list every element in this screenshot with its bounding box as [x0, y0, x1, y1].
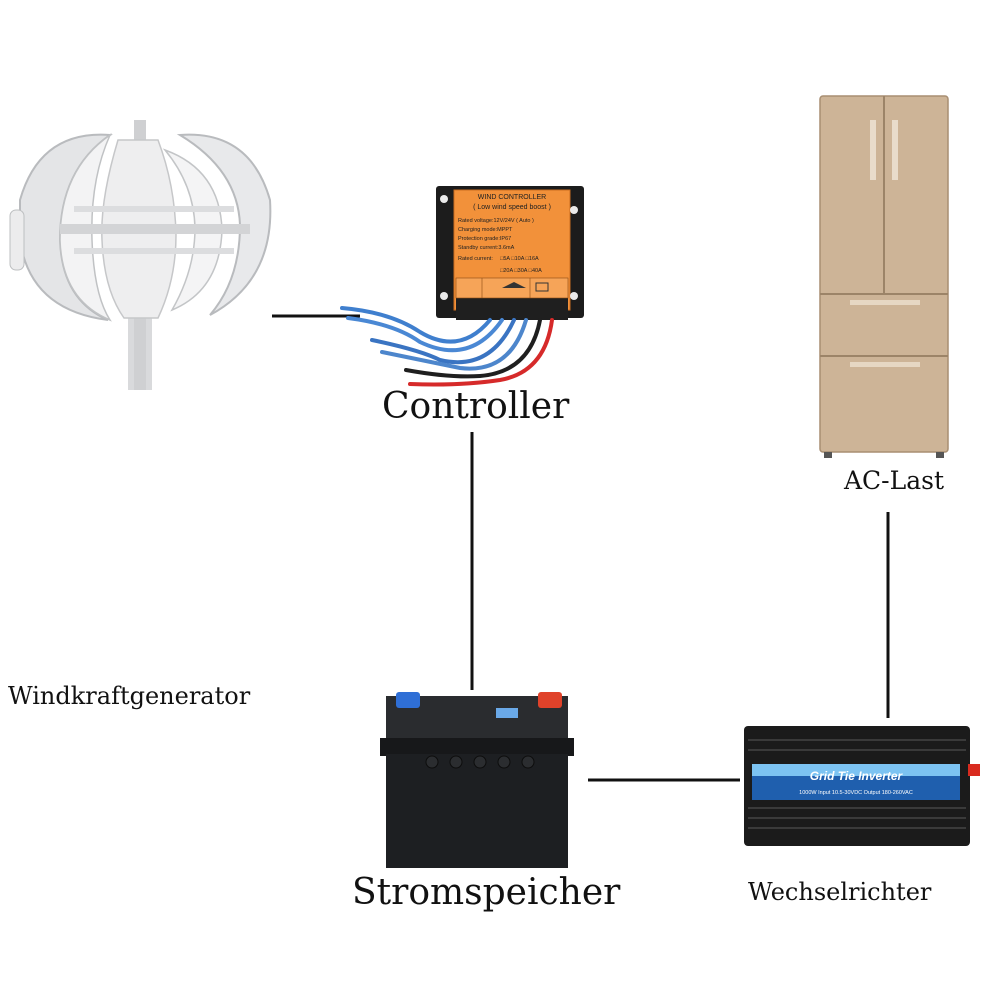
- controller-rated-row2: □20A □30A □40A: [500, 268, 542, 274]
- inverter-spec: 1000W Input 10.5-30VDC Output 180-260VAC: [799, 790, 913, 796]
- battery-icon: [380, 692, 574, 868]
- label-ac-load: AC-Last: [844, 466, 945, 495]
- controller-line-1: Rated voltage:12V/24V ( Auto ): [458, 218, 534, 224]
- inverter-title: Grid Tie Inverter: [810, 769, 904, 783]
- wind-turbine-icon: [9, 120, 272, 390]
- label-controller: Controller: [382, 386, 570, 427]
- label-wind-generator: Windkraftgenerator: [8, 682, 251, 710]
- controller-rated-label: Rated current:: [458, 256, 493, 262]
- controller-rated-row1: □5A □10A □16A: [500, 256, 539, 262]
- label-inverter: Wechselrichter: [748, 878, 932, 906]
- controller-line-4: Standby current:3.6mA: [458, 245, 515, 251]
- controller-title: WIND CONTROLLER: [478, 194, 546, 201]
- controller-subtitle: ( Low wind speed boost ): [473, 204, 551, 211]
- inverter-device: Grid Tie Inverter 1000W Input 10.5-30VDC…: [744, 726, 980, 846]
- controller-line-3: Protection grade:IP67: [458, 236, 511, 242]
- refrigerator-icon: [819, 95, 949, 458]
- controller-line-2: Charging mode:MPPT: [458, 227, 513, 233]
- label-storage: Stromspeicher: [352, 872, 621, 913]
- connection-lines: [272, 314, 890, 782]
- controller-cables: [340, 306, 554, 387]
- controller-device: WIND CONTROLLER ( Low wind speed boost )…: [436, 186, 584, 320]
